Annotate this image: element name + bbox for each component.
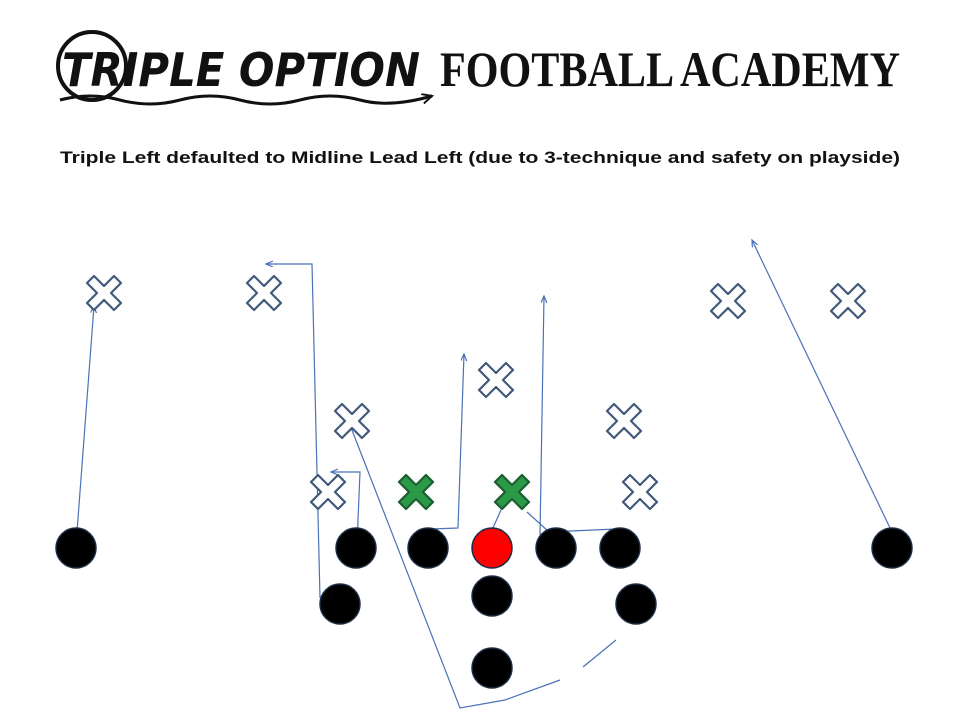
defender-left-safety xyxy=(245,274,283,312)
defender-nose xyxy=(493,473,531,511)
offense-right-slotback xyxy=(615,583,657,625)
offense-left-wide-receiver xyxy=(55,527,97,569)
defender-left-outside-linebacker xyxy=(333,402,371,440)
offense-left-slotback xyxy=(319,583,361,625)
offense-center xyxy=(471,527,513,569)
offense-quarterback xyxy=(471,575,513,617)
right-guard-route xyxy=(539,296,544,536)
fullback-lead-path xyxy=(349,424,561,709)
left-receiver-route xyxy=(75,306,94,546)
defender-right-linebacker xyxy=(605,402,643,440)
offense-fullback xyxy=(471,647,513,689)
offense-left-guard xyxy=(407,527,449,569)
defender-left-corner xyxy=(85,274,123,312)
center-block xyxy=(491,509,502,531)
defender-right-corner xyxy=(829,282,867,320)
play-caption: Triple Left defaulted to Midline Lead Le… xyxy=(60,148,900,167)
defender-middle-linebacker xyxy=(477,361,515,399)
logo-right-text: FOOTBALL ACADEMY xyxy=(440,41,900,97)
logo: TRIPLE OPTION FOOTBALL ACADEMY xyxy=(56,30,900,106)
right-receiver-route xyxy=(752,240,892,531)
left-slotback-route xyxy=(266,264,321,599)
offense-right-guard xyxy=(535,527,577,569)
left-tackle-route xyxy=(331,472,361,545)
logo-underline-arrow xyxy=(59,96,432,106)
left-guard-route xyxy=(430,354,464,530)
offense-left-tackle xyxy=(335,527,377,569)
route-lines xyxy=(75,240,892,709)
defender-left-end xyxy=(309,473,347,511)
right-slotback-motion xyxy=(582,639,617,668)
offense-right-tackle xyxy=(599,527,641,569)
offense-right-wide-receiver xyxy=(871,527,913,569)
defender-right-safety xyxy=(709,282,747,320)
defender-right-end xyxy=(621,473,659,511)
offense xyxy=(55,527,913,689)
logo-left-text: TRIPLE OPTION xyxy=(62,43,420,97)
defender-three-technique xyxy=(397,473,435,511)
defense xyxy=(85,274,867,511)
logo-ring xyxy=(56,30,128,102)
